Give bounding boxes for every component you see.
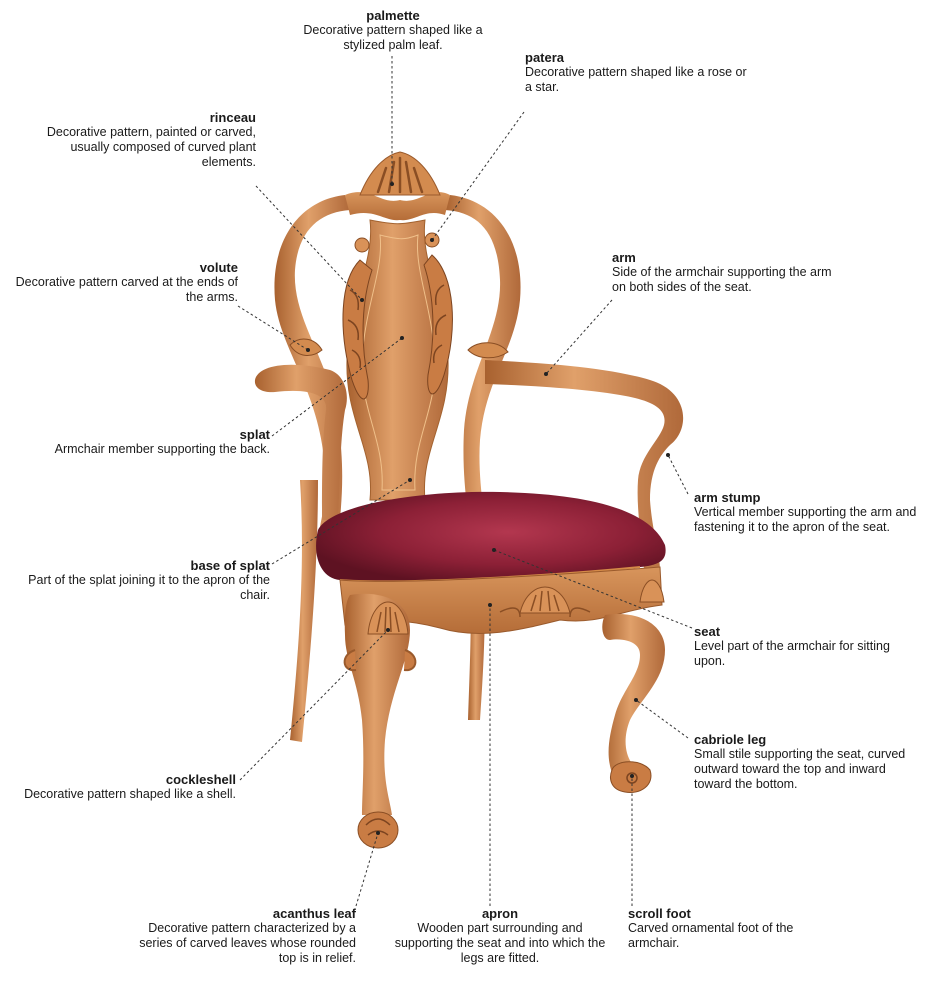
label-cabriole-leg-desc: Small stile supporting the seat, curved … [694,747,920,792]
label-apron-desc: Wooden part surrounding and supporting t… [390,921,610,966]
label-patera-term: patera [525,50,755,65]
label-patera-desc: Decorative pattern shaped like a rose or… [525,65,755,95]
label-seat: seat Level part of the armchair for sitt… [694,624,920,669]
label-palmette: palmette Decorative pattern shaped like … [288,8,498,53]
label-palmette-term: palmette [288,8,498,23]
label-volute-term: volute [12,260,238,275]
label-seat-term: seat [694,624,920,639]
label-cabriole-leg: cabriole leg Small stile supporting the … [694,732,920,792]
label-arm-term: arm [612,250,842,265]
label-apron: apron Wooden part surrounding and suppor… [390,906,610,966]
label-arm-stump: arm stump Vertical member supporting the… [694,490,930,535]
label-scroll-foot-term: scroll foot [628,906,828,921]
label-cockleshell-desc: Decorative pattern shaped like a shell. [4,787,236,802]
front-leg-right [602,614,665,780]
label-acanthus-leaf-desc: Decorative pattern characterized by a se… [120,921,356,966]
label-arm-stump-term: arm stump [694,490,930,505]
label-base-of-splat-desc: Part of the splat joining it to the apro… [6,573,270,603]
label-splat-desc: Armchair member supporting the back. [18,442,270,457]
label-acanthus-leaf-term: acanthus leaf [120,906,356,921]
seat-cushion [316,492,666,582]
label-rinceau-desc: Decorative pattern, painted or carved, u… [18,125,256,170]
label-seat-desc: Level part of the armchair for sitting u… [694,639,920,669]
label-acanthus-leaf: acanthus leaf Decorative pattern charact… [120,906,356,966]
back-leg-left [290,480,318,742]
label-cockleshell-term: cockleshell [4,772,236,787]
label-scroll-foot-desc: Carved ornamental foot of the armchair. [628,921,828,951]
label-scroll-foot: scroll foot Carved ornamental foot of th… [628,906,828,951]
label-arm-desc: Side of the armchair supporting the arm … [612,265,842,295]
crest-rail [345,192,450,220]
palmette-carving [360,152,440,195]
label-rinceau: rinceau Decorative pattern, painted or c… [18,110,256,170]
label-splat: splat Armchair member supporting the bac… [18,427,270,457]
label-arm-stump-desc: Vertical member supporting the arm and f… [694,505,930,535]
label-palmette-desc: Decorative pattern shaped like a stylize… [288,23,498,53]
label-base-of-splat-term: base of splat [6,558,270,573]
label-patera: patera Decorative pattern shaped like a … [525,50,755,95]
label-arm: arm Side of the armchair supporting the … [612,250,842,295]
patera-left [355,238,369,252]
label-rinceau-term: rinceau [18,110,256,125]
label-cockleshell: cockleshell Decorative pattern shaped li… [4,772,236,802]
label-cabriole-leg-term: cabriole leg [694,732,920,747]
label-volute: volute Decorative pattern carved at the … [12,260,238,305]
label-base-of-splat: base of splat Part of the splat joining … [6,558,270,603]
label-volute-desc: Decorative pattern carved at the ends of… [12,275,238,305]
acanthus-foot [358,812,398,848]
label-apron-term: apron [390,906,610,921]
label-splat-term: splat [18,427,270,442]
